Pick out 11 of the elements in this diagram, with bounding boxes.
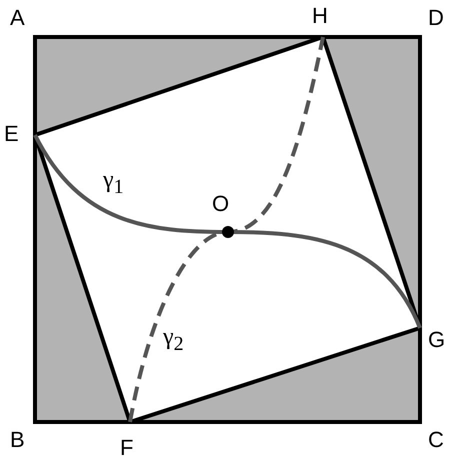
point-label: H xyxy=(312,4,328,28)
point-label: O xyxy=(212,192,230,216)
point-label: B xyxy=(10,428,25,452)
point-label: C xyxy=(428,428,444,452)
point-label: A xyxy=(10,6,25,30)
curve-label: γ$_{1}$ xyxy=(103,168,124,199)
curve-label: γ$_{2}$ xyxy=(163,325,184,356)
point-label: D xyxy=(428,6,444,30)
point-label: E xyxy=(4,122,19,146)
point-label: F xyxy=(120,436,134,460)
point-label: G xyxy=(428,328,446,352)
